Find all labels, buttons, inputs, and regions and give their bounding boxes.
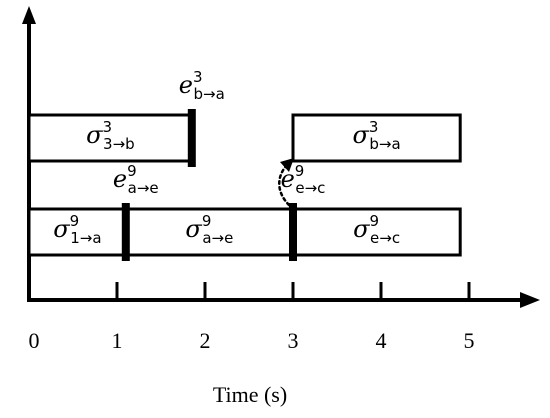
x-tick-label-3: 3	[288, 328, 299, 353]
task-box	[27, 207, 128, 257]
x-ticks: 0 1 2 3 4 5	[29, 282, 475, 353]
task-box	[27, 113, 194, 163]
task-box	[291, 113, 462, 163]
y-axis-arrowhead	[22, 6, 36, 24]
x-tick-label-1: 1	[112, 328, 123, 353]
x-axis-title: Time (s)	[213, 382, 287, 407]
event-bar	[121, 203, 130, 261]
x-tick-label-0: 0	[29, 328, 40, 353]
x-tick-label-2: 2	[200, 328, 211, 353]
x-tick-label-5: 5	[464, 328, 475, 353]
x-tick-label-4: 4	[376, 328, 387, 353]
event-bar	[187, 109, 196, 167]
event-bar	[289, 203, 297, 261]
task-box	[291, 207, 462, 257]
x-axis-arrowhead	[520, 292, 540, 308]
transfer-arrowhead	[280, 158, 294, 172]
